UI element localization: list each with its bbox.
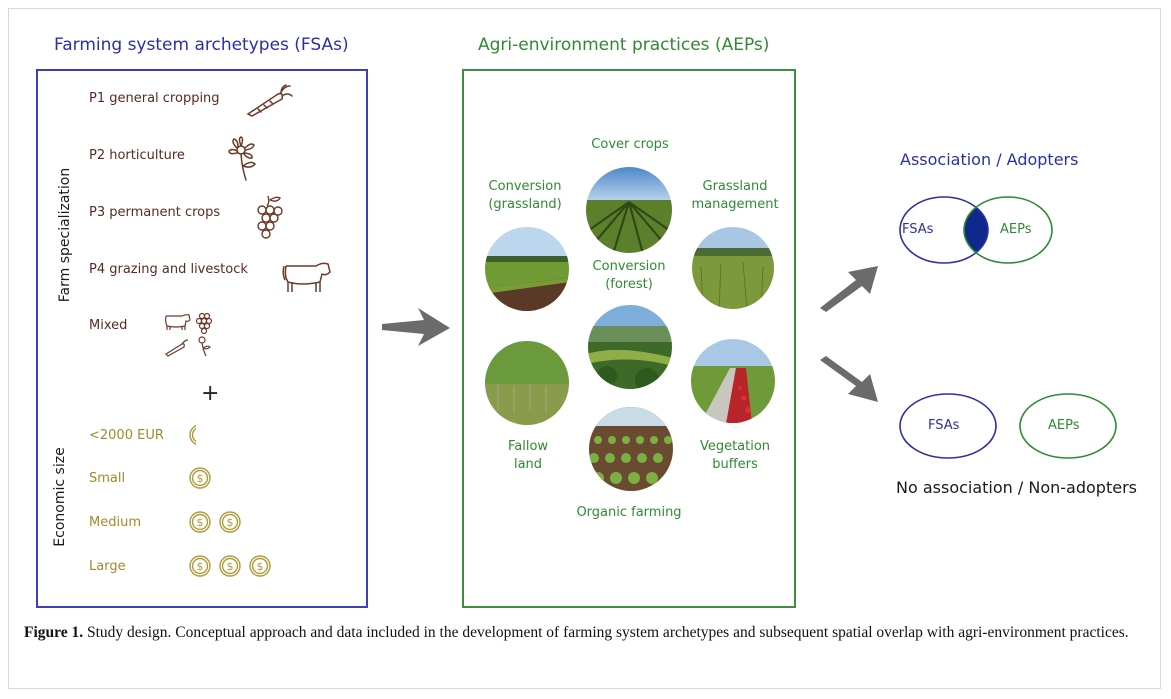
flower-icon — [228, 136, 257, 181]
coin-icons: $ $ $ $ $ $ $ — [189, 425, 271, 577]
vegetation-buffers-image — [691, 339, 775, 423]
label-conversion-forest: Conversion(forest) — [592, 259, 666, 292]
grassland-management-image — [692, 227, 774, 309]
no-association-title: No association / Non-adopters — [896, 478, 1137, 497]
size-small: Small — [89, 471, 126, 486]
aep-ellipse-separate — [1019, 393, 1117, 459]
coin-icon: $ — [249, 555, 271, 577]
carrot-icon — [246, 84, 293, 117]
mixed-icons — [165, 312, 213, 357]
figure-caption: Figure 1. Study design. Conceptual appro… — [24, 622, 1144, 643]
farm-specialization-label: Farm specialization — [57, 167, 73, 303]
conversion-grassland-image — [485, 227, 569, 311]
svg-text:$: $ — [197, 516, 204, 529]
category-p1: P1 general cropping — [89, 91, 220, 106]
coin-icon: $ — [219, 511, 241, 533]
grapes-icon — [257, 195, 283, 239]
svg-text:$: $ — [227, 560, 234, 573]
svg-text:$: $ — [197, 472, 204, 485]
coin-icon: $ — [189, 425, 204, 445]
association-title: Association / Adopters — [900, 150, 1079, 169]
fallow-land-image — [485, 341, 569, 425]
category-p2: P2 horticulture — [89, 148, 185, 163]
svg-text:$: $ — [197, 560, 204, 573]
organic-farming-image — [589, 407, 673, 491]
aep-box — [462, 69, 796, 608]
svg-text:$: $ — [227, 516, 234, 529]
svg-text:$: $ — [257, 560, 264, 573]
coin-icon: $ — [189, 467, 211, 489]
label-conversion-grassland: Conversion(grassland) — [488, 179, 562, 212]
conversion-forest-image — [588, 305, 672, 389]
economic-size-label: Economic size — [52, 447, 68, 547]
arrow-right-icon — [382, 308, 450, 346]
aep-ellipse — [963, 196, 1053, 264]
category-p3: P3 permanent crops — [89, 205, 221, 220]
fsa-title: Farming system archetypes (FSAs) — [54, 35, 349, 55]
venn-aep-label: AEPs — [1000, 222, 1032, 237]
association-venn — [899, 196, 1053, 264]
plus-sign: + — [201, 381, 220, 406]
label-cover-crops: Cover crops — [591, 137, 669, 152]
coin-icon: $ — [219, 555, 241, 577]
fsa-ellipse-separate — [899, 393, 997, 459]
venn-fsa-label: FSAs — [902, 222, 934, 237]
figure-label: Figure 1. — [24, 624, 84, 641]
size-medium: Medium — [89, 515, 141, 530]
cover-crops-image — [586, 167, 672, 253]
cow-icon — [282, 262, 331, 292]
size-lt2000: <2000 EUR — [89, 428, 164, 443]
fsa-box — [36, 69, 368, 608]
size-large: Large — [89, 559, 126, 574]
coin-icon: $ — [189, 511, 211, 533]
coin-icon: $ — [189, 555, 211, 577]
label-organic-farming: Organic farming — [576, 505, 682, 520]
svg-text:$: $ — [197, 429, 204, 442]
category-mixed: Mixed — [89, 318, 128, 333]
arrow-up-right-icon — [820, 266, 878, 312]
fsa-ellipse — [899, 196, 989, 264]
aep-title: Agri-environment practices (AEPs) — [478, 35, 770, 55]
separate-aep-label: AEPs — [1048, 418, 1080, 433]
category-p4: P4 grazing and livestock — [89, 262, 248, 277]
arrow-down-right-icon — [820, 356, 878, 402]
caption-text: Study design. Conceptual approach and da… — [83, 624, 1129, 641]
separate-fsa-label: FSAs — [928, 418, 960, 433]
